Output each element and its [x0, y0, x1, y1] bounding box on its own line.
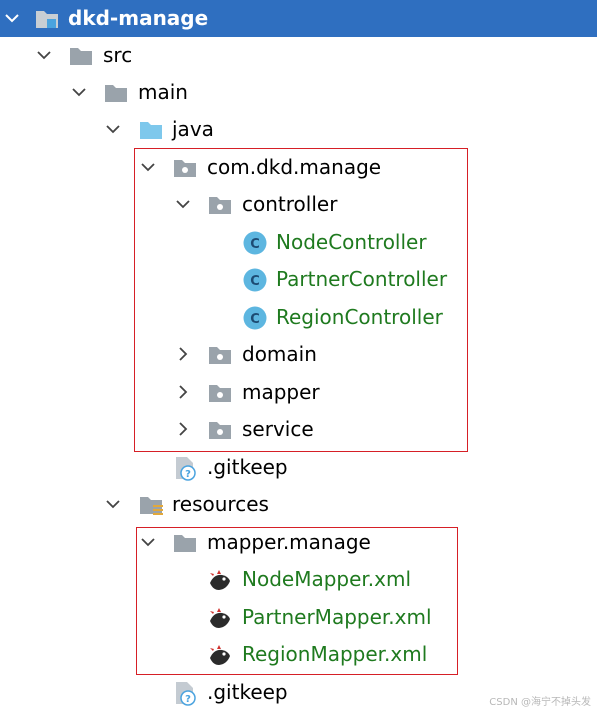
chevron-down-icon[interactable] [67, 74, 91, 111]
svg-text:C: C [250, 312, 260, 327]
folder-icon [103, 80, 129, 106]
tree-label: controller [242, 192, 338, 216]
chevron-right-icon[interactable] [171, 374, 195, 411]
java-class-icon: C [242, 267, 268, 293]
tree-row-dkd-manage[interactable]: dkd-manage [0, 0, 597, 37]
chevron-down-icon[interactable] [101, 486, 125, 523]
svg-text:?: ? [185, 694, 191, 705]
mybatis-bird-icon [207, 567, 233, 593]
package-icon [207, 342, 233, 368]
tree-label: mapper.manage [207, 530, 371, 554]
tree-row-resources[interactable]: resources [0, 486, 597, 523]
tree-row-domain[interactable]: domain [0, 336, 597, 373]
tree-row-mapper-manage[interactable]: mapper.manage [0, 524, 597, 561]
tree-label: domain [242, 342, 317, 366]
chevron-down-icon[interactable] [101, 111, 125, 148]
unknown-file-icon: ? [172, 455, 198, 481]
tree-row-java[interactable]: java [0, 111, 597, 148]
tree-row-node-controller[interactable]: C NodeController [0, 224, 597, 261]
chevron-down-icon[interactable] [136, 524, 160, 561]
tree-label: resources [172, 492, 269, 516]
tree-label: PartnerMapper.xml [242, 605, 432, 629]
svg-text:C: C [250, 274, 260, 289]
package-icon [207, 192, 233, 218]
tree-row-partner-controller[interactable]: C PartnerController [0, 261, 597, 298]
tree-row-gitkeep-resources[interactable]: ? .gitkeep [0, 674, 597, 711]
tree-label: java [172, 117, 214, 141]
tree-row-src[interactable]: src [0, 37, 597, 74]
tree-label: .gitkeep [207, 680, 288, 704]
tree-label: .gitkeep [207, 455, 288, 479]
folder-icon [68, 43, 94, 69]
svg-text:C: C [250, 237, 260, 252]
tree-label: NodeMapper.xml [242, 567, 412, 591]
tree-row-mapper[interactable]: mapper [0, 374, 597, 411]
package-icon [207, 417, 233, 443]
chevron-down-icon[interactable] [0, 0, 24, 37]
tree-row-controller[interactable]: controller [0, 186, 597, 223]
tree-row-main[interactable]: main [0, 74, 597, 111]
unknown-file-icon: ? [172, 680, 198, 706]
tree-label: dkd-manage [68, 6, 209, 30]
chevron-right-icon[interactable] [171, 336, 195, 373]
mybatis-bird-icon [207, 642, 233, 668]
tree-row-com-dkd-manage[interactable]: com.dkd.manage [0, 149, 597, 186]
chevron-down-icon[interactable] [32, 37, 56, 74]
chevron-down-icon[interactable] [171, 186, 195, 223]
tree-label: PartnerController [276, 267, 448, 291]
tree-row-region-mapper-xml[interactable]: RegionMapper.xml [0, 636, 597, 673]
tree-row-region-controller[interactable]: C RegionController [0, 299, 597, 336]
tree-row-partner-mapper-xml[interactable]: PartnerMapper.xml [0, 599, 597, 636]
tree-label: com.dkd.manage [207, 155, 382, 179]
source-folder-icon [138, 117, 164, 143]
java-class-icon: C [242, 305, 268, 331]
java-class-icon: C [242, 230, 268, 256]
tree-row-service[interactable]: service [0, 411, 597, 448]
svg-text:?: ? [185, 469, 191, 480]
tree-row-node-mapper-xml[interactable]: NodeMapper.xml [0, 561, 597, 598]
tree-label: mapper [242, 380, 320, 404]
watermark: CSDN @海宁不掉头发 [489, 697, 591, 708]
resources-folder-icon [138, 492, 164, 518]
mybatis-bird-icon [207, 605, 233, 631]
tree-label: RegionController [276, 305, 443, 329]
package-icon [207, 380, 233, 406]
tree-label: NodeController [276, 230, 427, 254]
chevron-right-icon[interactable] [171, 411, 195, 448]
tree-label: service [242, 417, 314, 441]
tree-label: src [103, 43, 133, 67]
tree-label: RegionMapper.xml [242, 642, 428, 666]
package-icon [172, 155, 198, 181]
tree-row-gitkeep-java[interactable]: ? .gitkeep [0, 449, 597, 486]
chevron-down-icon[interactable] [136, 149, 160, 186]
module-folder-icon [34, 6, 60, 32]
tree-label: main [138, 80, 188, 104]
folder-icon [172, 530, 198, 556]
